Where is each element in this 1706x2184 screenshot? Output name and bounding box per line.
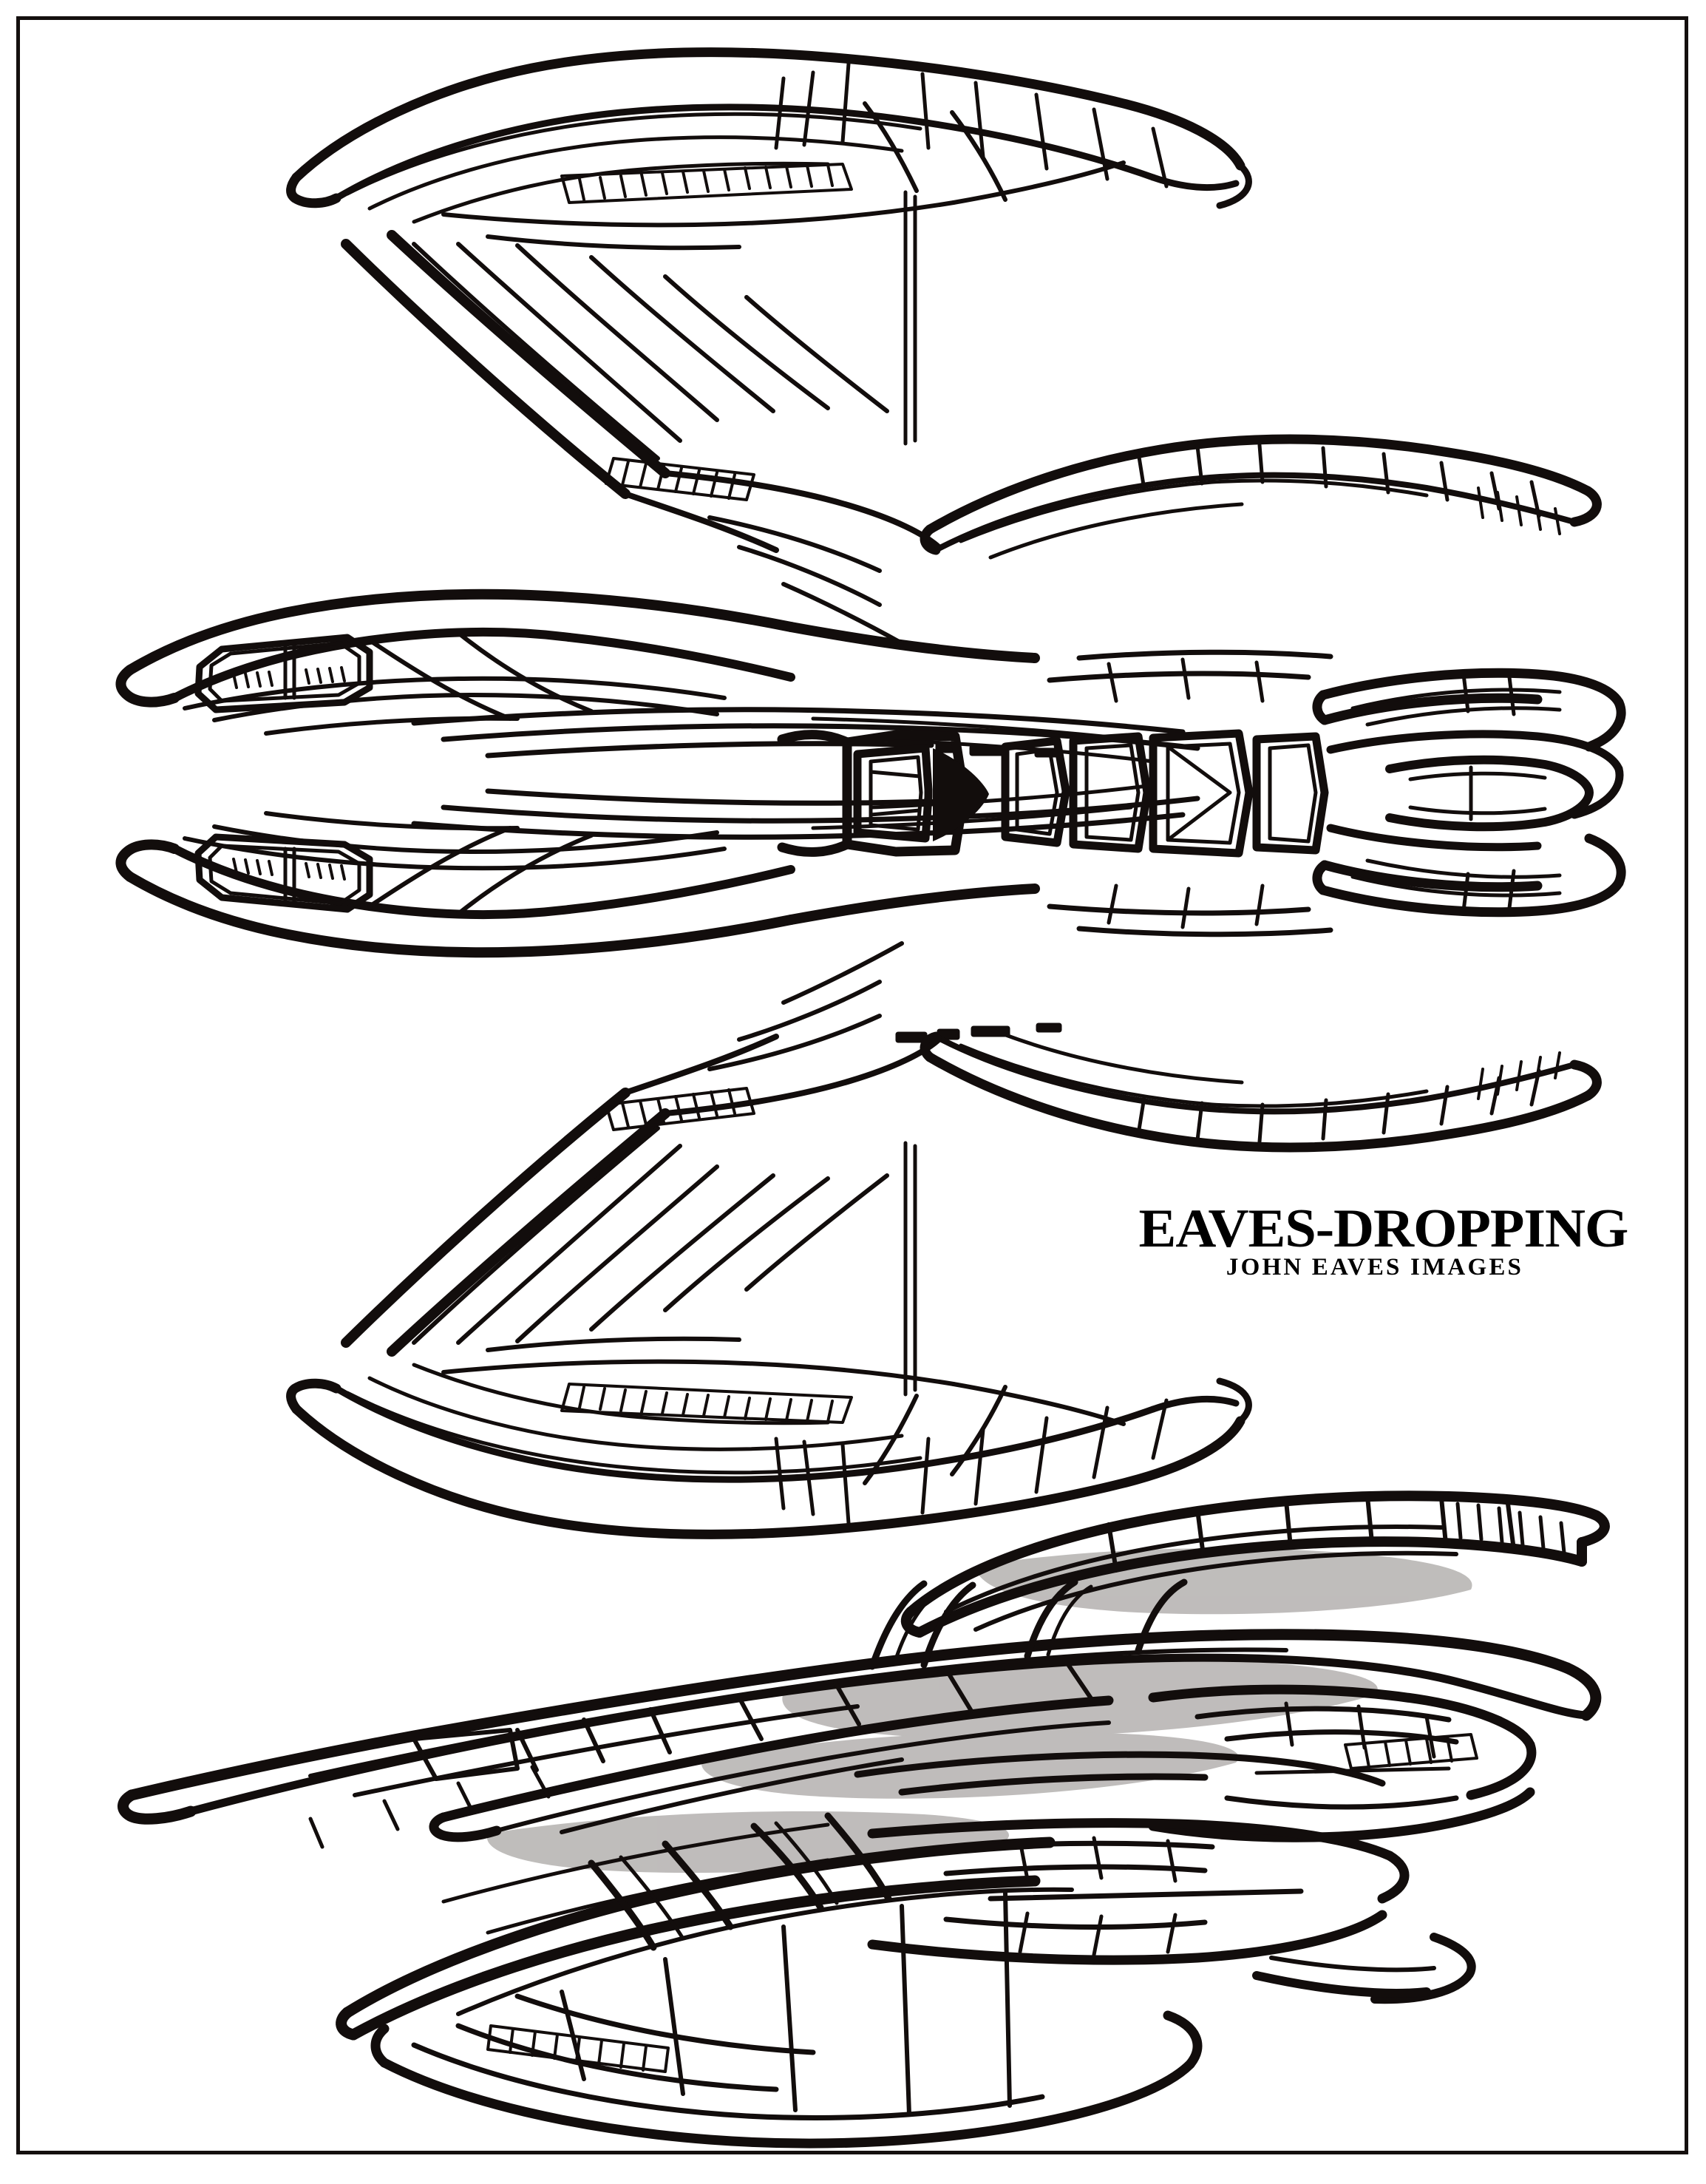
eaves-dropping-watermark: EAVES-DROPPING JOHN EAVES IMAGES [1094, 1201, 1656, 1281]
watermark-subtitle: JOHN EAVES IMAGES [1226, 1254, 1524, 1281]
watermark-title: EAVES-DROPPING [1138, 1198, 1629, 1259]
